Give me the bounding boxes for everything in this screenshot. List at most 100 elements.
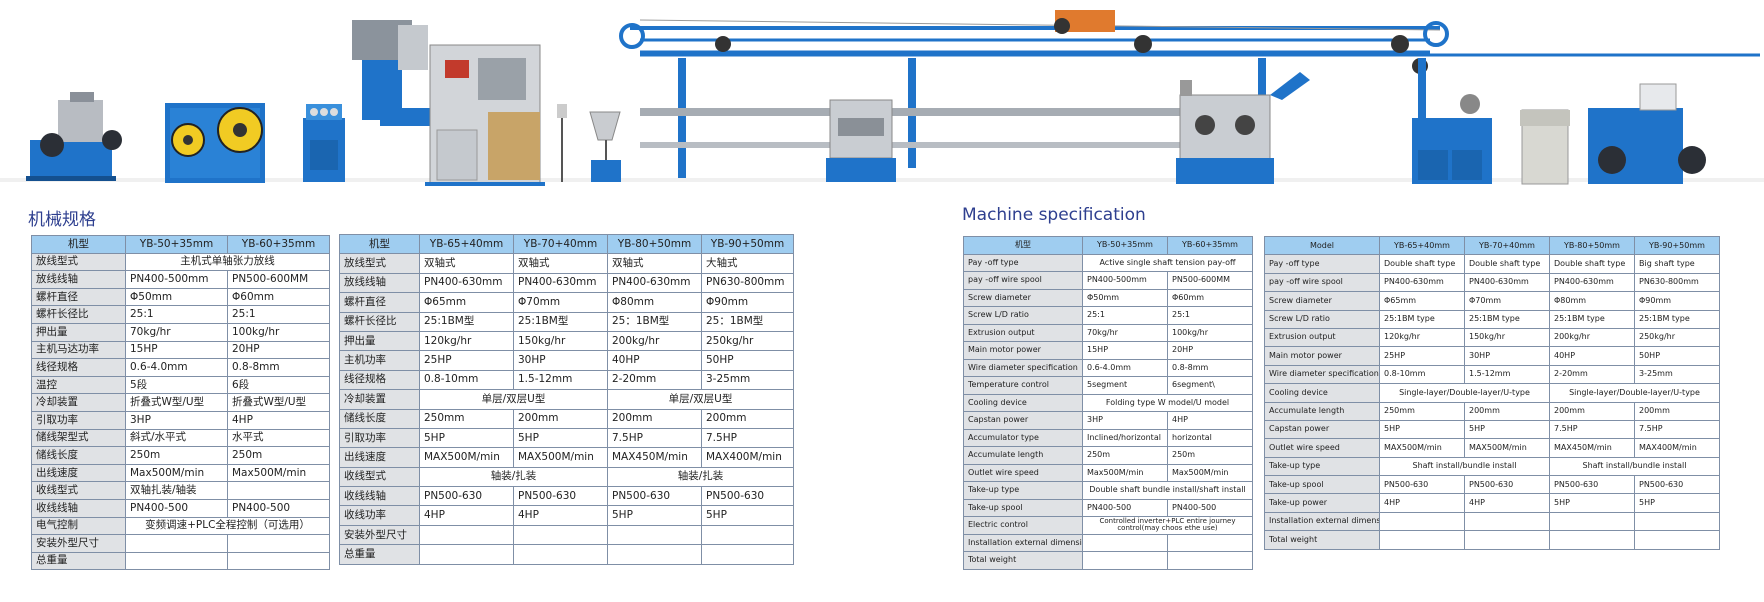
spec-value-cell: Active single shaft tension pay-off [1082,253,1253,272]
spec-value-cell: 7.5HP [1549,419,1635,440]
spec-label-cell: Main motor power [1264,346,1380,366]
spec-value-cell: 70kg/hr [125,322,228,342]
spec-label-cell: 引取功率 [31,410,126,430]
spec-label-cell: 收线型式 [31,481,126,500]
spec-value-cell [227,534,330,553]
spec-label-cell: 放线型式 [31,252,126,272]
spec-label-cell: 安装外型尺寸 [339,524,420,546]
spec-label-cell: 引取功率 [339,427,420,449]
spec-value-cell: 25:1BM型 [419,311,514,332]
model-column-header: YB-60+35mm [227,235,330,254]
spec-value-cell [1082,533,1168,552]
spec-label-cell: 螺杆长径比 [339,311,420,332]
spec-value-cell: 1.5-12mm [513,369,608,391]
spec-label-cell: Screw L/D ratio [963,306,1083,325]
spec-value-cell: PN400-630mm [513,272,608,294]
spec-value-cell: 5segment [1082,376,1168,395]
spec-value-cell: PN400-630mm [1379,272,1465,293]
spec-value-cell [1634,530,1720,550]
spec-label-cell: Pay -off type [1264,254,1380,274]
model-header-cell: 机型 [339,233,420,255]
spec-value-cell: 0.8-8mm [1167,358,1253,377]
spec-label-cell: Pay -off type [963,253,1083,272]
table-row: 收线型式双轴扎装/轴装 [31,481,330,500]
spec-label-cell: Screw diameter [1264,291,1380,311]
table-row: 放线型式双轴式双轴式双轴式大轴式 [339,253,794,274]
spec-value-cell: MAX500M/min [513,447,608,468]
spec-value-cell: 250m [227,446,330,465]
spec-value-cell: Big shaft type [1634,254,1720,274]
spec-label-cell: 出线速度 [339,447,420,468]
spec-value-cell: 200mm [1634,401,1720,421]
spec-value-cell: Shaft install/bundle install [1549,456,1720,477]
spec-label-cell: Outlet wire speed [1264,438,1380,458]
spec-value-cell: 1.5-12mm [1464,364,1550,385]
takeup-machine-icon [1412,83,1706,185]
spec-value-cell: 25：1BM型 [701,311,794,332]
spec-value-cell: PN500-600MM [1167,271,1253,290]
spec-value-cell: Φ80mm [1549,291,1635,311]
spec-label-cell: Total weight [1264,530,1380,550]
spec-value-cell: 200mm [1464,401,1550,421]
spec-value-cell: PN630-800mm [701,272,794,294]
spec-value-cell: 120kg/hr [1379,327,1465,348]
spec-value-cell: MAX500M/min [1379,438,1465,458]
spec-value-cell: MAX450M/min [607,447,702,468]
spec-value-cell: 轴装/扎装 [419,466,608,488]
spec-label-cell: 温控 [31,375,126,395]
spec-value-cell: 25:1BM type [1549,309,1635,329]
spec-value-cell [125,534,228,553]
spec-value-cell: 5HP [419,427,514,449]
spec-value-cell: 单层/双层U型 [419,389,608,410]
spec-label-cell: 螺杆直径 [31,287,126,307]
spec-label-cell: Extrusion output [1264,327,1380,348]
spec-value-cell: 250mm [1379,401,1465,421]
table-row: 冷却装置单层/双层U型单层/双层U型 [339,389,794,410]
table-row: 电气控制变频调速+PLC全程控制（可选用） [31,516,330,536]
spec-value-cell: 200mm [1549,401,1635,421]
spec-value-cell: 双轴式 [513,253,608,274]
spec-value-cell: Φ70mm [1464,291,1550,311]
spec-value-cell: PN500-630 [701,486,794,507]
spec-value-cell [1634,511,1720,532]
spec-label-cell: Extrusion output [963,323,1083,342]
spec-value-cell: PN500-630 [1464,475,1550,495]
spec-value-cell [125,551,228,571]
spec-label-cell: Take-up power [1264,493,1380,513]
spec-label-cell: 螺杆长径比 [31,305,126,324]
spec-value-cell: MAX500M/min [1464,438,1550,458]
spec-value-cell: 40HP [607,350,702,371]
spec-value-cell: 25:1 [1082,306,1168,325]
spec-value-cell: 3HP [125,410,228,430]
table-row: 总重量 [31,551,330,571]
table-row: 总重量 [339,544,794,565]
spec-value-cell: 250m [1167,446,1253,465]
spec-label-cell: Take-up spool [963,498,1083,517]
spec-value-cell [701,544,794,565]
spec-value-cell: Φ90mm [701,292,794,313]
spec-value-cell [227,481,330,500]
spec-value-cell: Φ90mm [1634,291,1720,311]
table-row: Total weight [963,551,1253,570]
spec-value-cell [607,524,702,546]
spec-label-cell: Take-up type [1264,456,1380,477]
spec-label-cell: 放线线轴 [31,270,126,289]
spec-value-cell [1167,551,1253,570]
spec-value-cell: 20HP [1167,341,1253,360]
